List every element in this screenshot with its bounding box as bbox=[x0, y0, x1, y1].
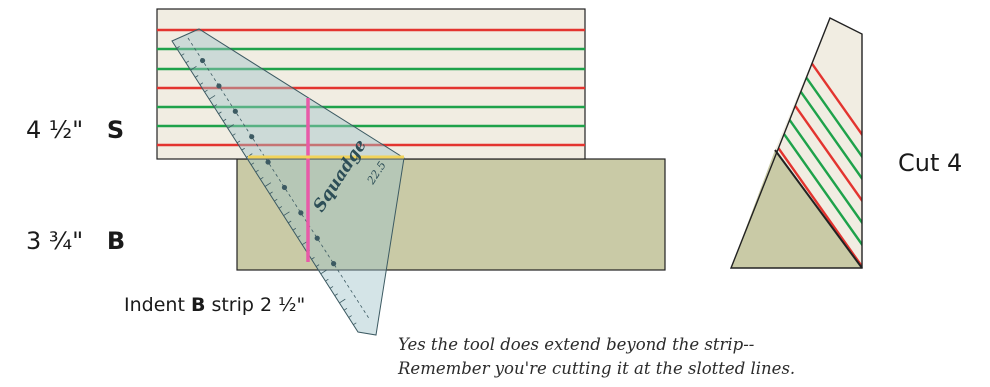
wedge-striped-part bbox=[775, 18, 862, 268]
ruler-tick bbox=[260, 176, 264, 180]
indent-suffix: strip 2 ½" bbox=[205, 294, 306, 316]
ruler-dot bbox=[265, 159, 271, 165]
ruler-tick bbox=[195, 75, 199, 78]
ruler-tick bbox=[292, 227, 297, 231]
ruler-tick bbox=[274, 198, 278, 202]
ruler-tick bbox=[283, 211, 290, 216]
ruler-tick bbox=[236, 140, 241, 144]
ruler-tick bbox=[278, 206, 283, 209]
indent-label: Indent B strip 2 ½" bbox=[124, 296, 305, 315]
strip-b-label: 3 ¾" B bbox=[26, 229, 125, 253]
ruler-tick bbox=[176, 46, 180, 49]
ruler-tick bbox=[185, 60, 190, 64]
strip-s-measure: 4 ½" bbox=[26, 116, 84, 144]
ruler-tick bbox=[208, 95, 216, 100]
ruler-tick bbox=[255, 169, 259, 173]
tool-note: Yes the tool does extend beyond the stri… bbox=[398, 333, 795, 381]
tool-note-line-2: Remember you're cutting it at the slotte… bbox=[398, 359, 796, 378]
ruler-body bbox=[171, 28, 405, 336]
ruler-dot bbox=[249, 134, 255, 140]
ruler-tick bbox=[199, 82, 204, 85]
ruler-tick bbox=[329, 286, 334, 289]
ruler-tick bbox=[339, 298, 346, 304]
ruler-tick bbox=[315, 264, 320, 267]
ruler-tick bbox=[269, 191, 273, 195]
ruler-tick bbox=[343, 307, 348, 311]
ruler-dot bbox=[331, 261, 337, 267]
strip-b-letter: B bbox=[106, 227, 126, 255]
ruler-tick bbox=[190, 65, 197, 71]
ruler-tick bbox=[250, 162, 255, 166]
wedge-solid-part bbox=[731, 150, 862, 268]
ruler-dot bbox=[281, 184, 288, 191]
ruler-tick bbox=[264, 182, 272, 187]
indent-prefix: Indent bbox=[124, 294, 191, 316]
ruler-tick bbox=[297, 235, 301, 238]
ruler-tick bbox=[227, 124, 234, 129]
ruler-tick bbox=[213, 104, 218, 107]
ruler-tick bbox=[288, 220, 292, 224]
ruler-tick bbox=[311, 257, 315, 260]
ruler-tick bbox=[325, 278, 329, 282]
ruler-tick bbox=[222, 118, 227, 122]
ruler-center-line bbox=[187, 37, 371, 321]
wedge-outline bbox=[729, 17, 863, 269]
cut-wedge bbox=[729, 17, 863, 269]
ruler-dot bbox=[314, 235, 320, 241]
ruler-tick bbox=[353, 322, 357, 326]
ruler-tick bbox=[204, 89, 208, 93]
cut-count-label: Cut 4 bbox=[898, 149, 963, 177]
ruler-tick bbox=[241, 147, 245, 151]
ruler-tick bbox=[232, 133, 236, 136]
ruler-tick bbox=[348, 315, 352, 318]
tool-note-line-1: Yes the tool does extend beyond the stri… bbox=[398, 335, 755, 354]
ruler-tick bbox=[334, 293, 338, 296]
strip-s bbox=[156, 8, 586, 160]
ruler-ticks bbox=[176, 46, 357, 326]
strip-s-stripes bbox=[157, 28, 585, 147]
ruler-tick bbox=[320, 269, 327, 275]
ruler-tool: Squadge 22.5 bbox=[171, 28, 405, 336]
ruler-tick bbox=[218, 111, 222, 115]
strip-s-label: 4 ½" S bbox=[26, 118, 124, 142]
ruler-tick bbox=[181, 53, 185, 56]
ruler-dot bbox=[298, 210, 304, 216]
indent-letter: B bbox=[190, 294, 206, 316]
strip-b-measure: 3 ¾" bbox=[26, 227, 84, 255]
strip-s-letter: S bbox=[106, 116, 125, 144]
